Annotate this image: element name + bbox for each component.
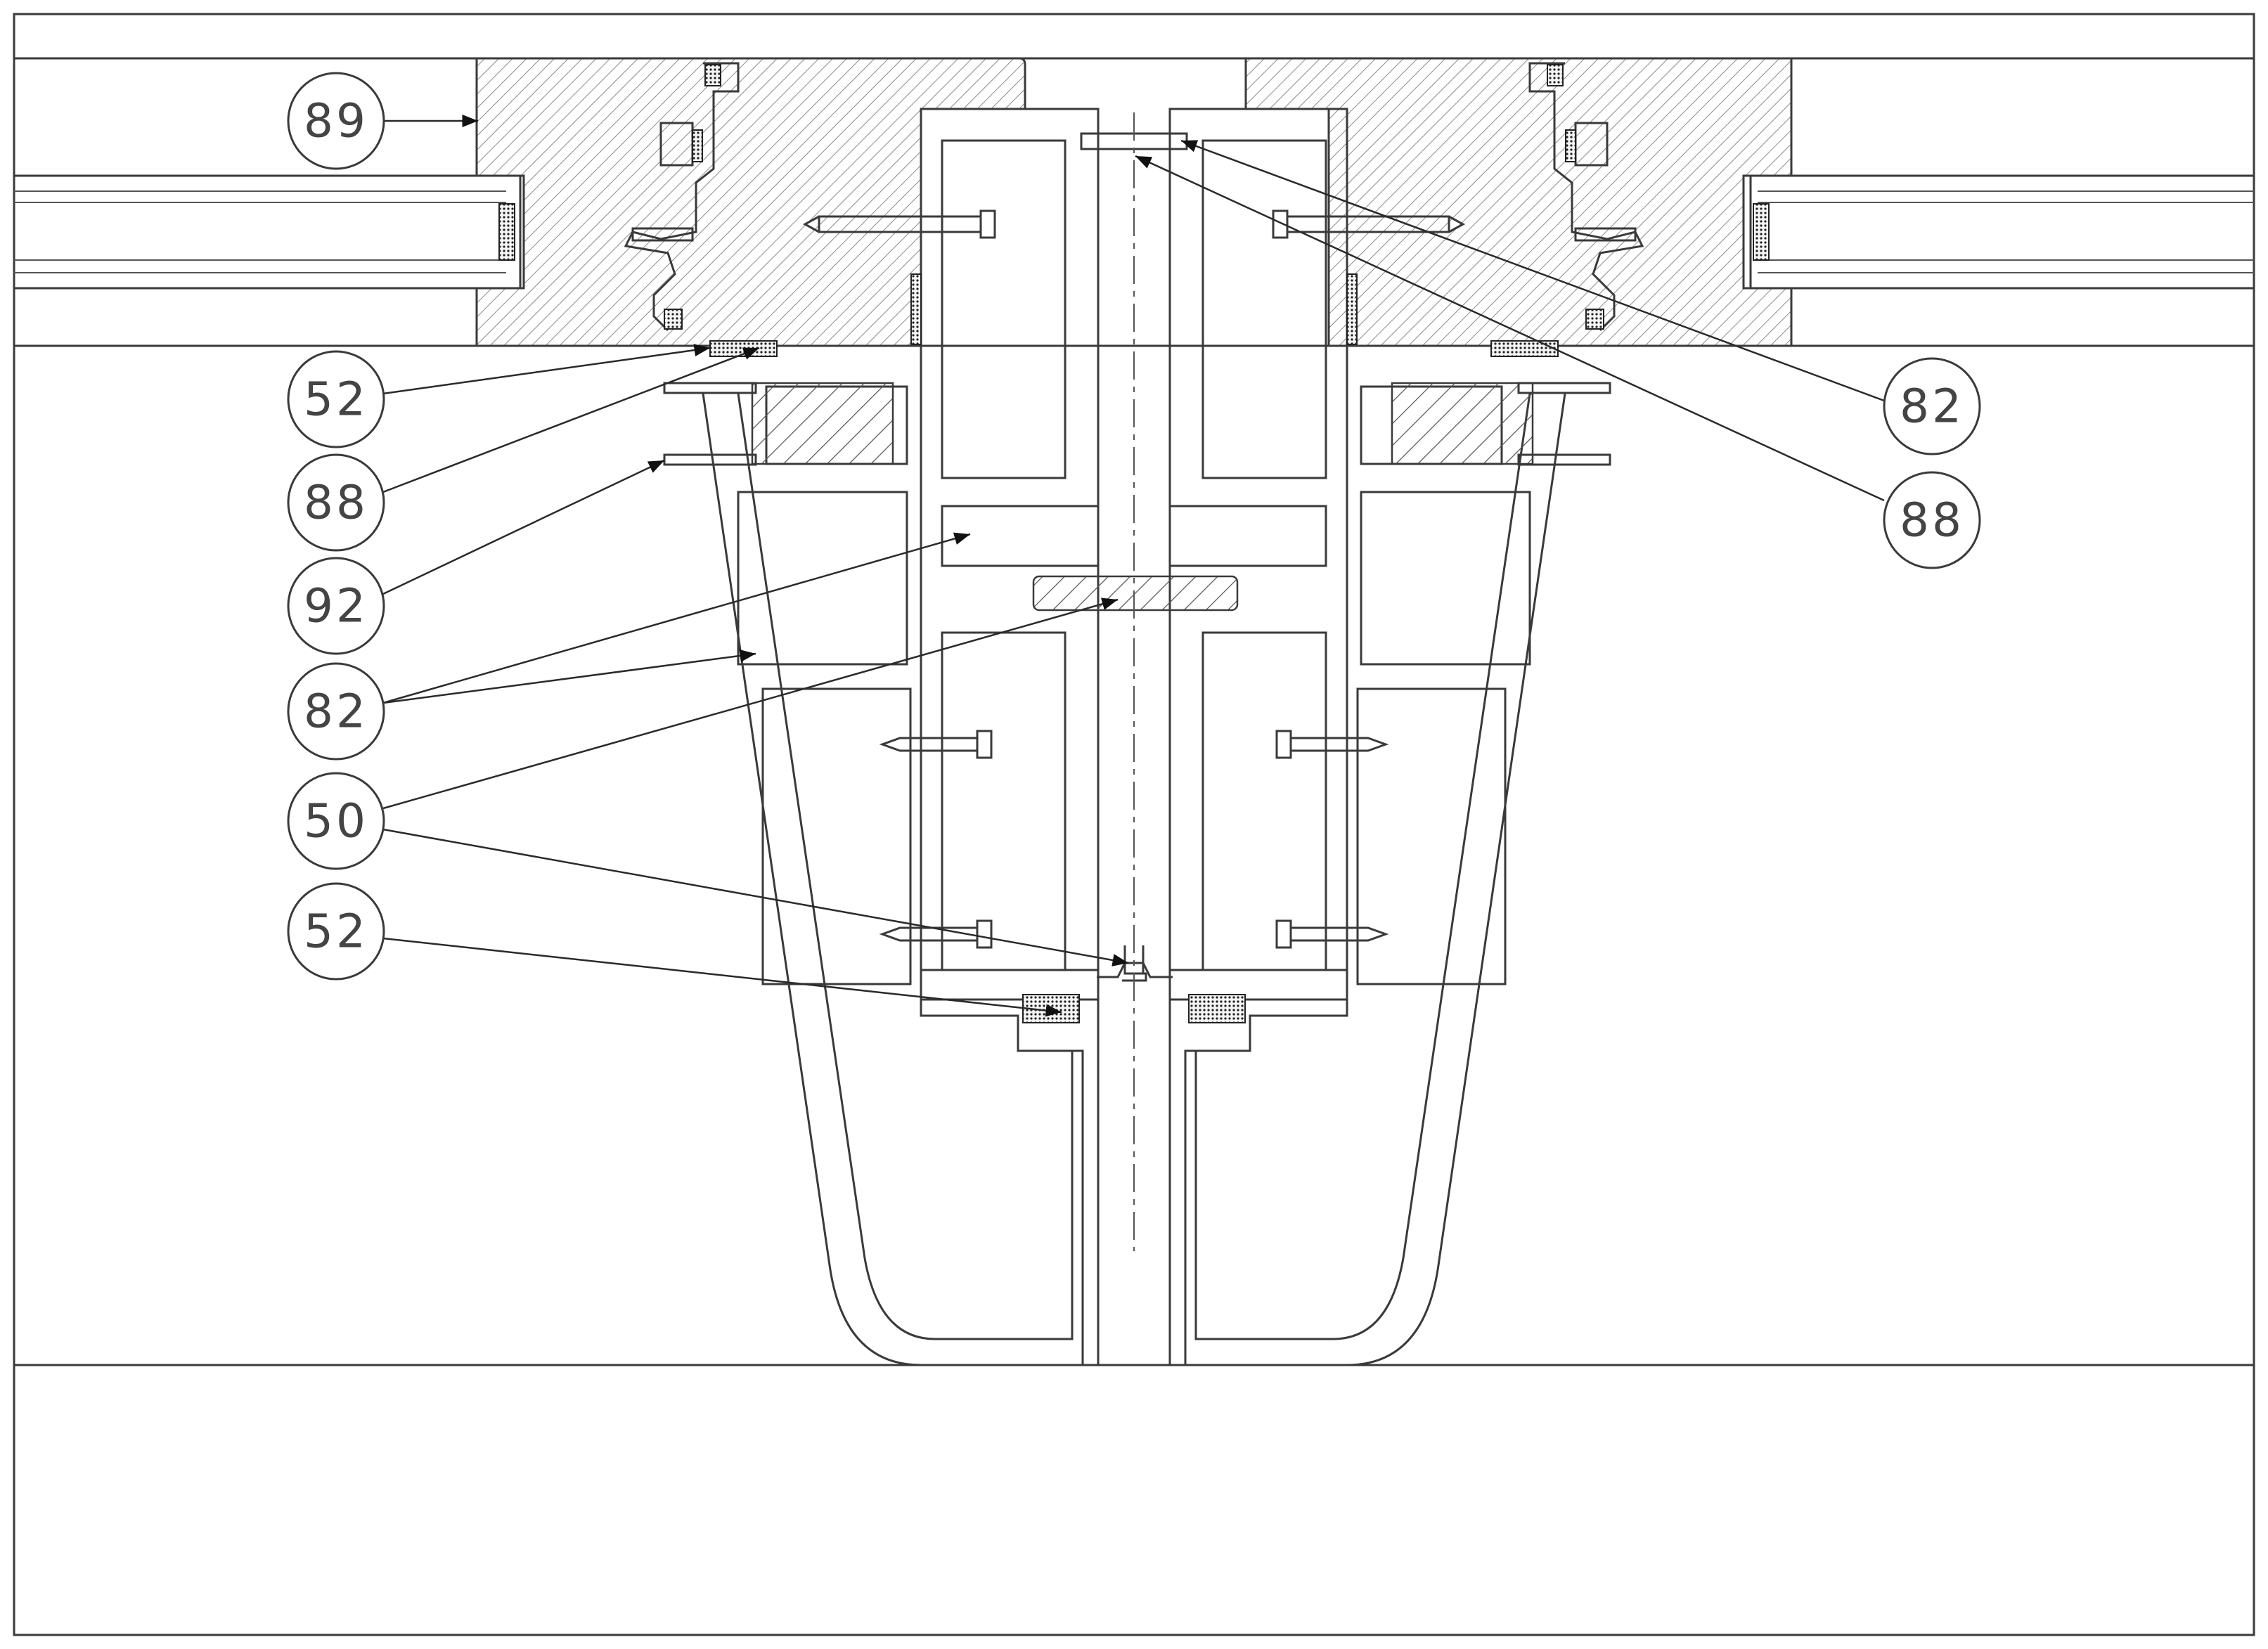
callout-52-top: 52 — [287, 350, 385, 448]
callout-label: 89 — [304, 94, 368, 148]
callout-label: 88 — [304, 476, 368, 530]
glass-panel-left — [13, 174, 522, 290]
callout-label: 50 — [304, 794, 368, 848]
callout-label: 92 — [304, 579, 368, 633]
leader-lines — [382, 115, 1885, 1017]
callouts-right: 82 88 — [1883, 357, 1981, 569]
callouts-left: 89 52 88 92 82 50 52 — [287, 72, 385, 981]
callout-88-right: 88 — [1883, 471, 1981, 569]
frame — [13, 13, 2255, 1636]
mullion-right — [1168, 108, 1348, 1366]
callout-52-bottom: 52 — [287, 882, 385, 981]
callout-92: 92 — [287, 557, 385, 655]
hatched-block-right — [1244, 57, 1793, 347]
fin-profile-left — [663, 382, 1074, 1366]
callout-82-left: 82 — [287, 662, 385, 761]
callout-label: 82 — [304, 685, 368, 739]
hatched-block-left — [475, 57, 1026, 347]
callout-label: 88 — [1900, 493, 1964, 548]
bracket-clip-right — [1528, 62, 1644, 332]
bracket-clip-left — [624, 62, 740, 332]
callout-88-left: 88 — [287, 453, 385, 552]
callout-89: 89 — [287, 72, 385, 170]
fin-profile-right — [1194, 382, 1611, 1366]
callout-50: 50 — [287, 772, 385, 870]
callout-label: 52 — [304, 373, 368, 427]
callout-label: 52 — [304, 905, 368, 959]
callout-label: 82 — [1900, 380, 1964, 434]
callout-82-right: 82 — [1883, 357, 1981, 455]
glass-panel-right — [1749, 174, 2255, 290]
